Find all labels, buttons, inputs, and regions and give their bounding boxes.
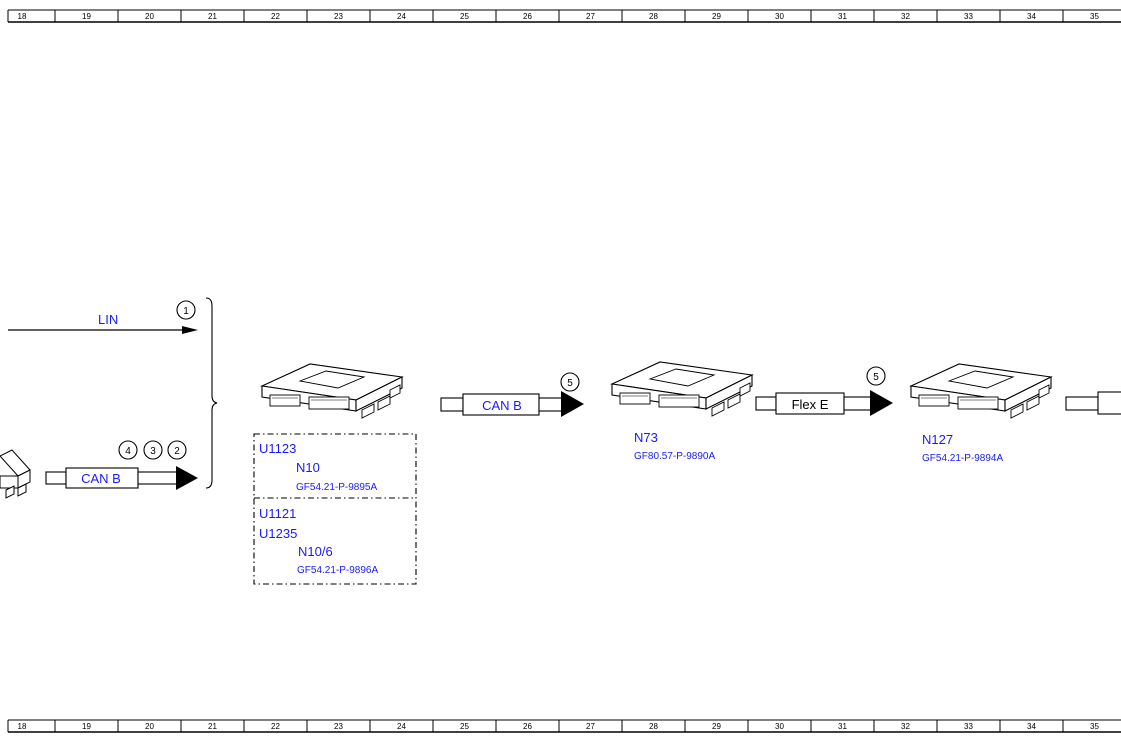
ruler-bottom-number: 21 <box>208 722 217 731</box>
ruler-bottom-number: 22 <box>271 722 280 731</box>
ruler-top-number: 32 <box>901 12 910 21</box>
ref-number-2: 2 <box>174 446 180 457</box>
ruler-top-number: 21 <box>208 12 217 21</box>
fault-code-u1121: U1121 <box>259 506 296 521</box>
ruler-bottom-number: 29 <box>712 722 721 731</box>
ecu-n127-icon <box>910 363 1052 419</box>
ruler-top: 18 19 20 21 22 23 24 25 26 27 28 29 30 31 32 33 34 35 <box>7 9 1121 23</box>
can-b-left-label: CAN B <box>81 471 121 486</box>
doc-ref-n10-6: GF54.21-P-9896A <box>297 565 378 576</box>
ref-circle-4 <box>118 440 138 460</box>
lin-label: LIN <box>98 312 118 327</box>
ruler-bottom-number: 26 <box>523 722 532 731</box>
ruler-top-number: 30 <box>775 12 784 21</box>
bus-brace <box>205 297 218 489</box>
module-name-n10: N10 <box>296 460 320 475</box>
module-name-n127: N127 <box>922 432 953 447</box>
ref-circle-5-can <box>560 372 580 392</box>
module-name-n73: N73 <box>634 430 658 445</box>
ruler-bottom-number: 27 <box>586 722 595 731</box>
ruler-bottom-number: 28 <box>649 722 658 731</box>
ref-number-4: 4 <box>125 446 131 457</box>
flex-e-label: Flex E <box>792 397 829 412</box>
ruler-top-number: 23 <box>334 12 343 21</box>
ruler-top-number: 25 <box>460 12 469 21</box>
module-name-n10-6: N10/6 <box>298 544 333 559</box>
ruler-top-number: 33 <box>964 12 973 21</box>
ruler-top-number: 20 <box>145 12 154 21</box>
ref-number-3: 3 <box>150 446 156 457</box>
doc-ref-n127: GF54.21-P-9894A <box>922 453 1003 464</box>
ruler-top-number: 22 <box>271 12 280 21</box>
ruler-bottom-number: 34 <box>1027 722 1036 731</box>
can-b-mid-label: CAN B <box>482 398 522 413</box>
ruler-top-number: 27 <box>586 12 595 21</box>
ecu-n10-icon <box>261 363 403 419</box>
ref-circle-2 <box>167 440 187 460</box>
ruler-bottom-number: 31 <box>838 722 847 731</box>
ecu-n73-icon <box>611 361 753 417</box>
ruler-bottom-number: 24 <box>397 722 406 731</box>
doc-ref-n73: GF80.57-P-9890A <box>634 451 715 462</box>
can-b-mid-connection: CAN B 5 <box>440 372 584 417</box>
ruler-bottom-number: 23 <box>334 722 343 731</box>
ruler-bottom: 18 19 20 21 22 23 24 25 26 27 28 29 30 31 32 33 34 35 <box>7 719 1121 733</box>
ref-circle-3 <box>143 440 163 460</box>
module-group-box <box>253 433 417 585</box>
doc-ref-n10: GF54.21-P-9895A <box>296 482 377 493</box>
ruler-top-number: 26 <box>523 12 532 21</box>
ref-circle-5-flex <box>866 366 886 386</box>
ruler-top-number: 29 <box>712 12 721 21</box>
ruler-bottom-number: 32 <box>901 722 910 731</box>
ruler-top-number: 31 <box>838 12 847 21</box>
ref-number-lin: 1 <box>183 306 189 317</box>
ruler-bottom-number: 19 <box>82 722 91 731</box>
ruler-top-number: 35 <box>1090 12 1099 21</box>
ruler-top-number: 24 <box>397 12 406 21</box>
ref-circle-lin <box>176 300 196 320</box>
ruler-bottom-number: 18 <box>18 722 27 731</box>
ruler-bottom-number: 30 <box>775 722 784 731</box>
ruler-top-number: 34 <box>1027 12 1036 21</box>
ref-number-5-can: 5 <box>567 378 573 389</box>
ruler-top-number: 28 <box>649 12 658 21</box>
ruler-bottom-number: 35 <box>1090 722 1099 731</box>
ecu-left-partial <box>0 449 31 499</box>
fault-code-u1235: U1235 <box>259 526 297 541</box>
ruler-top-number: 18 <box>18 12 27 21</box>
ruler-top-number: 19 <box>82 12 91 21</box>
flex-e-connection: Flex E 5 <box>755 366 893 416</box>
ruler-bottom-number: 25 <box>460 722 469 731</box>
lin-bus: LIN 1 <box>8 300 198 334</box>
right-partial-connector <box>1065 391 1121 415</box>
can-b-left-connection: CAN B 4 3 2 <box>45 440 198 490</box>
fault-code-u1123: U1123 <box>259 441 296 456</box>
ruler-bottom-number: 20 <box>145 722 154 731</box>
ruler-bottom-number: 33 <box>964 722 973 731</box>
ref-number-5-flex: 5 <box>873 372 879 383</box>
